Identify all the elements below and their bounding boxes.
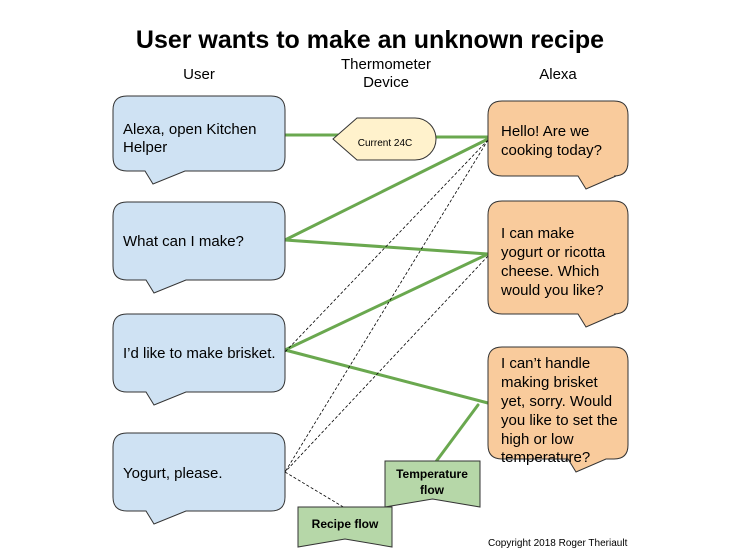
edge-dashed-alexa1-user3 <box>284 139 489 353</box>
alexa-bubble-shape <box>487 100 629 190</box>
user-bubble-3: I’d like to make brisket. <box>112 313 286 406</box>
user-bubble-text: I’d like to make brisket. <box>123 345 276 362</box>
thermometer-device-label: Current 24C <box>358 138 412 149</box>
column-header-thermometer-line1: Thermometer <box>341 56 431 73</box>
alexa-bubble-text: you like to set the <box>501 412 618 429</box>
recipe-flow-tag-label: Recipe flow <box>312 517 379 531</box>
edge-user3-alexa3 <box>283 348 490 405</box>
alexa-bubble-text: I can’t handle <box>501 355 590 372</box>
recipe-flow-tag: Recipe flow <box>297 506 393 548</box>
column-header-thermometer-line2: Device <box>363 74 409 91</box>
alexa-bubble-text: yet, sorry. Would <box>501 393 612 410</box>
user-bubble-4: Yogurt, please. <box>112 432 286 525</box>
recipe-flow-tag-shape <box>297 506 393 548</box>
alexa-bubble-shape <box>487 346 629 473</box>
edge-dashed-user4-recipe-tag <box>284 471 346 509</box>
edge-alexa1-user2 <box>283 137 490 242</box>
user-bubble-text: What can I make? <box>123 233 244 250</box>
copyright-text: Copyright 2018 Roger Theriault <box>488 538 628 549</box>
alexa-bubble-text: yogurt or ricotta <box>501 244 606 261</box>
connector-layer <box>283 133 490 509</box>
alexa-bubble-text: temperature? <box>501 449 590 466</box>
user-bubble-text: Yogurt, please. <box>123 465 223 482</box>
alexa-bubble-shape <box>487 200 629 328</box>
user-bubble-text: Alexa, open Kitchen <box>123 121 256 138</box>
alexa-bubble-3: I can’t handle making brisket yet, sorry. … <box>487 346 629 473</box>
edge-alexa3-temperature-tag <box>430 403 480 469</box>
alexa-bubble-text: high or low <box>501 431 574 448</box>
edge-dashed-alexa2-user4 <box>284 255 489 473</box>
user-bubble-shape <box>112 201 286 294</box>
user-bubble-shape <box>112 95 286 185</box>
temperature-flow-tag-label: Temperature <box>396 467 468 481</box>
user-bubble-shape <box>112 313 286 406</box>
user-bubble-text: Helper <box>123 139 167 156</box>
alexa-bubble-text: would you like? <box>500 282 604 299</box>
column-header-alexa: Alexa <box>539 66 577 83</box>
diagram-title: User wants to make an unknown recipe <box>136 26 604 54</box>
alexa-bubble-2: I can make yogurt or ricotta cheese. Which… <box>487 200 629 328</box>
alexa-bubble-text: making brisket <box>501 374 599 391</box>
alexa-bubble-text: cooking today? <box>501 142 602 159</box>
temperature-flow-tag-shape <box>384 460 481 508</box>
user-bubble-2: What can I make? <box>112 201 286 294</box>
thermometer-device-shape <box>332 117 437 161</box>
temperature-flow-tag: Temperature flow <box>384 460 481 508</box>
alexa-bubble-text: cheese. Which <box>501 263 599 280</box>
alexa-bubble-text: I can make <box>501 225 574 242</box>
temperature-flow-tag-label: flow <box>420 483 445 497</box>
column-header-user: User <box>183 66 215 83</box>
alexa-bubble-1: Hello! Are we cooking today? <box>487 100 629 190</box>
thermometer-device: Current 24C <box>332 117 437 161</box>
edge-alexa2-user3 <box>283 252 490 352</box>
user-bubble-shape <box>112 432 286 525</box>
edge-user2-alexa2 <box>283 238 490 256</box>
alexa-bubble-text: Hello! Are we <box>501 123 589 140</box>
